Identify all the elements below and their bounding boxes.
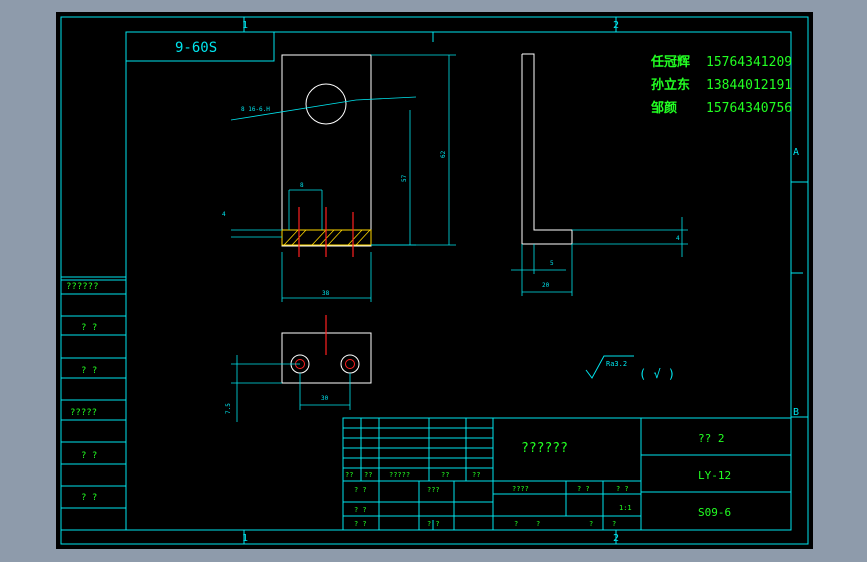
hatch-line [327, 229, 343, 246]
author-name-2: 孙立东 [651, 77, 690, 93]
bottom-row-cell: ? [589, 520, 593, 528]
zone-marker-right-b: B [793, 407, 799, 418]
scale-header: ? ? [577, 485, 590, 493]
mounting-hole [305, 83, 347, 125]
leader-line [230, 99, 357, 121]
dim-full-height: 62 [440, 150, 447, 158]
drawing-sheet: 1 2 1 2 A B 9-60S 任冠辉 15764341209 孙立东 13… [56, 12, 813, 549]
designer-row-a: ? ? [354, 486, 367, 494]
left-column-label: ?????? [66, 282, 99, 292]
scale-value: 1:1 [619, 504, 632, 512]
roughness-check-mark [585, 355, 634, 379]
author-phone-3: 15764340756 [706, 101, 792, 116]
leader-line [355, 96, 417, 101]
zone-marker-bottom-2: 2 [613, 533, 619, 544]
scale-header: ? ? [616, 485, 629, 493]
sheet-label: ?? 2 [698, 432, 725, 445]
zone-marker-right-a: A [793, 147, 799, 158]
surface-finish-symbol: Ra3.2 ( √ ) [585, 355, 675, 381]
material-label: LY-12 [698, 469, 731, 482]
left-column-label: ? ? [81, 366, 97, 376]
author-name-1: 任冠辉 [650, 54, 690, 70]
left-column-label: ????? [70, 408, 97, 418]
author-phone-2: 13844012191 [706, 78, 792, 93]
zone-marker-bottom-1: 1 [242, 533, 248, 544]
left-column-label: ? ? [81, 323, 97, 333]
designer-row-b: ? ? [427, 520, 440, 528]
title-row-label: ?? [441, 471, 449, 479]
side-view-outline [521, 53, 573, 245]
title-row-label: ????? [389, 471, 410, 479]
dim-side-gap: 5 [550, 260, 554, 267]
hatch-line [355, 229, 371, 246]
title-row-label: ?? [364, 471, 372, 479]
dim-left-height: 4 [222, 211, 226, 218]
drawing-number-label: 9-60S [175, 40, 217, 56]
scale-header: ???? [512, 485, 529, 493]
title-row-label: ?? [472, 471, 480, 479]
dim-bottom-width: 38 [322, 290, 330, 297]
zone-marker-top-2: 2 [613, 20, 619, 31]
designer-row-a: ? ? [354, 520, 367, 528]
dim-small-width: 8 [300, 182, 304, 189]
title-row-label: ?? [345, 471, 353, 479]
designer-row-b: ??? [427, 486, 440, 494]
designer-row-a: ? ? [354, 506, 367, 514]
left-column-frame [60, 276, 127, 531]
author-phone-1: 15764341209 [706, 55, 792, 70]
hatch-line [311, 229, 327, 246]
left-column-label: ? ? [81, 451, 97, 461]
dim-side-thk: 4 [676, 235, 680, 242]
bolt-hole-outer [340, 354, 360, 374]
hole-note-label: 8 16-6.H [241, 106, 270, 113]
drawing-number-box [125, 31, 275, 62]
bolt-hole-inner [345, 359, 355, 369]
part-name: ?????? [521, 441, 568, 456]
bottom-row-cell: ? [536, 520, 540, 528]
roughness-value: Ra3.2 [606, 360, 627, 368]
left-label-column: ?????? ? ? ? ? ????? ? ? ? ? [60, 276, 127, 531]
general-roughness-mark: ( √ ) [639, 367, 675, 381]
title-block-frame [342, 417, 792, 531]
hatch-line [347, 229, 363, 246]
dim-bolt-offset: 7.5 [225, 403, 232, 414]
front-view: 8 16-6.H 8 4 57 62 38 [222, 54, 456, 302]
outer-frame [60, 16, 809, 545]
author-name-3: 邹颜 [651, 100, 677, 116]
left-column-label: ? ? [81, 493, 97, 503]
hatch-line [319, 229, 335, 246]
side-view: 4 5 20 [511, 53, 688, 296]
cad-drawing-canvas: 1 2 1 2 A B 9-60S 任冠辉 15764341209 孙立东 13… [60, 16, 809, 545]
dim-bolt-spacing: 30 [321, 395, 329, 402]
dim-side-width: 20 [542, 282, 550, 289]
hatch-line [283, 229, 299, 246]
bottom-view: 7.5 30 [225, 315, 372, 422]
bottom-row-cell: ? [514, 520, 518, 528]
title-block: ?????? ?? 2 LY-12 S09-6 ?? ?? ????? ?? ?… [342, 417, 792, 531]
drawing-code: S09-6 [698, 506, 731, 519]
author-list: 任冠辉 15764341209 孙立东 13844012191 邹颜 15764… [650, 54, 792, 116]
dim-mid-height: 57 [401, 174, 408, 182]
bottom-row-cell: ? [612, 520, 616, 528]
zone-marker-top-1: 1 [242, 20, 248, 31]
